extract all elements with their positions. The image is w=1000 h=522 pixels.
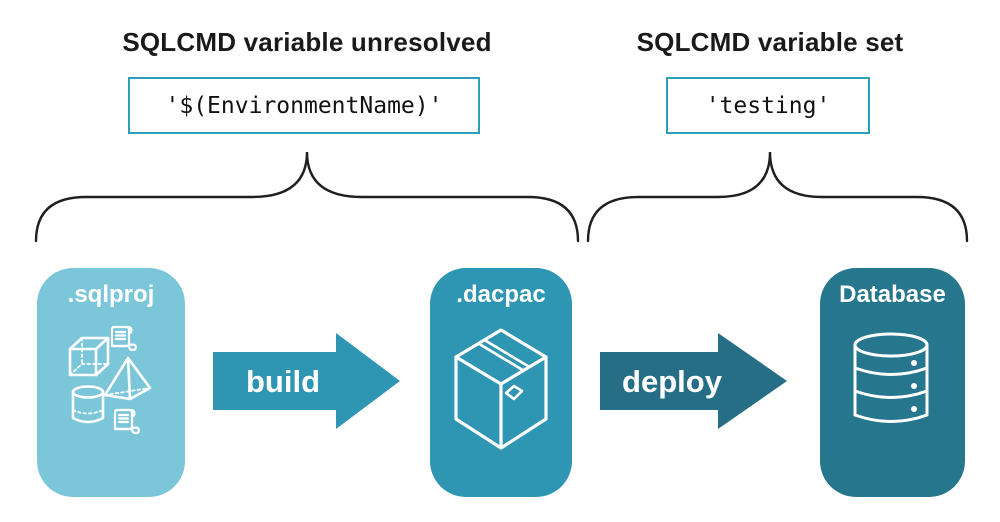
left-brace-shape <box>34 151 580 243</box>
script-icon <box>113 408 140 435</box>
cube-icon <box>68 336 110 377</box>
script-icon <box>110 325 137 352</box>
heading-sqlcmd-unresolved: SQLCMD variable unresolved <box>122 27 492 57</box>
sql-project-objects-icon <box>68 325 152 435</box>
node-dacpac-label: .dacpac <box>456 281 546 308</box>
build-arrow-label: build <box>246 364 320 399</box>
cylinder-icon <box>71 385 105 424</box>
right-brace-shape <box>586 151 969 243</box>
code-environment-name: '$(EnvironmentName)' <box>165 92 443 119</box>
node-sqlproj-label: .sqlproj <box>67 281 155 308</box>
package-icon <box>454 328 548 450</box>
database-icon <box>853 332 929 423</box>
node-database: Database <box>820 268 965 497</box>
build-arrow <box>213 333 400 429</box>
deploy-arrow-label: deploy <box>622 364 723 399</box>
node-sqlproj: .sqlproj <box>37 268 185 497</box>
node-database-label: Database <box>839 281 946 308</box>
heading-sqlcmd-set: SQLCMD variable set <box>636 27 904 57</box>
code-box-environment-name: '$(EnvironmentName)' <box>128 77 480 134</box>
code-testing: 'testing' <box>705 92 831 119</box>
brace-layer <box>34 151 969 243</box>
pyramid-icon <box>103 356 152 401</box>
deploy-arrow <box>600 333 787 429</box>
arrow-layer: build deploy <box>213 333 787 429</box>
code-box-testing: 'testing' <box>666 77 870 134</box>
